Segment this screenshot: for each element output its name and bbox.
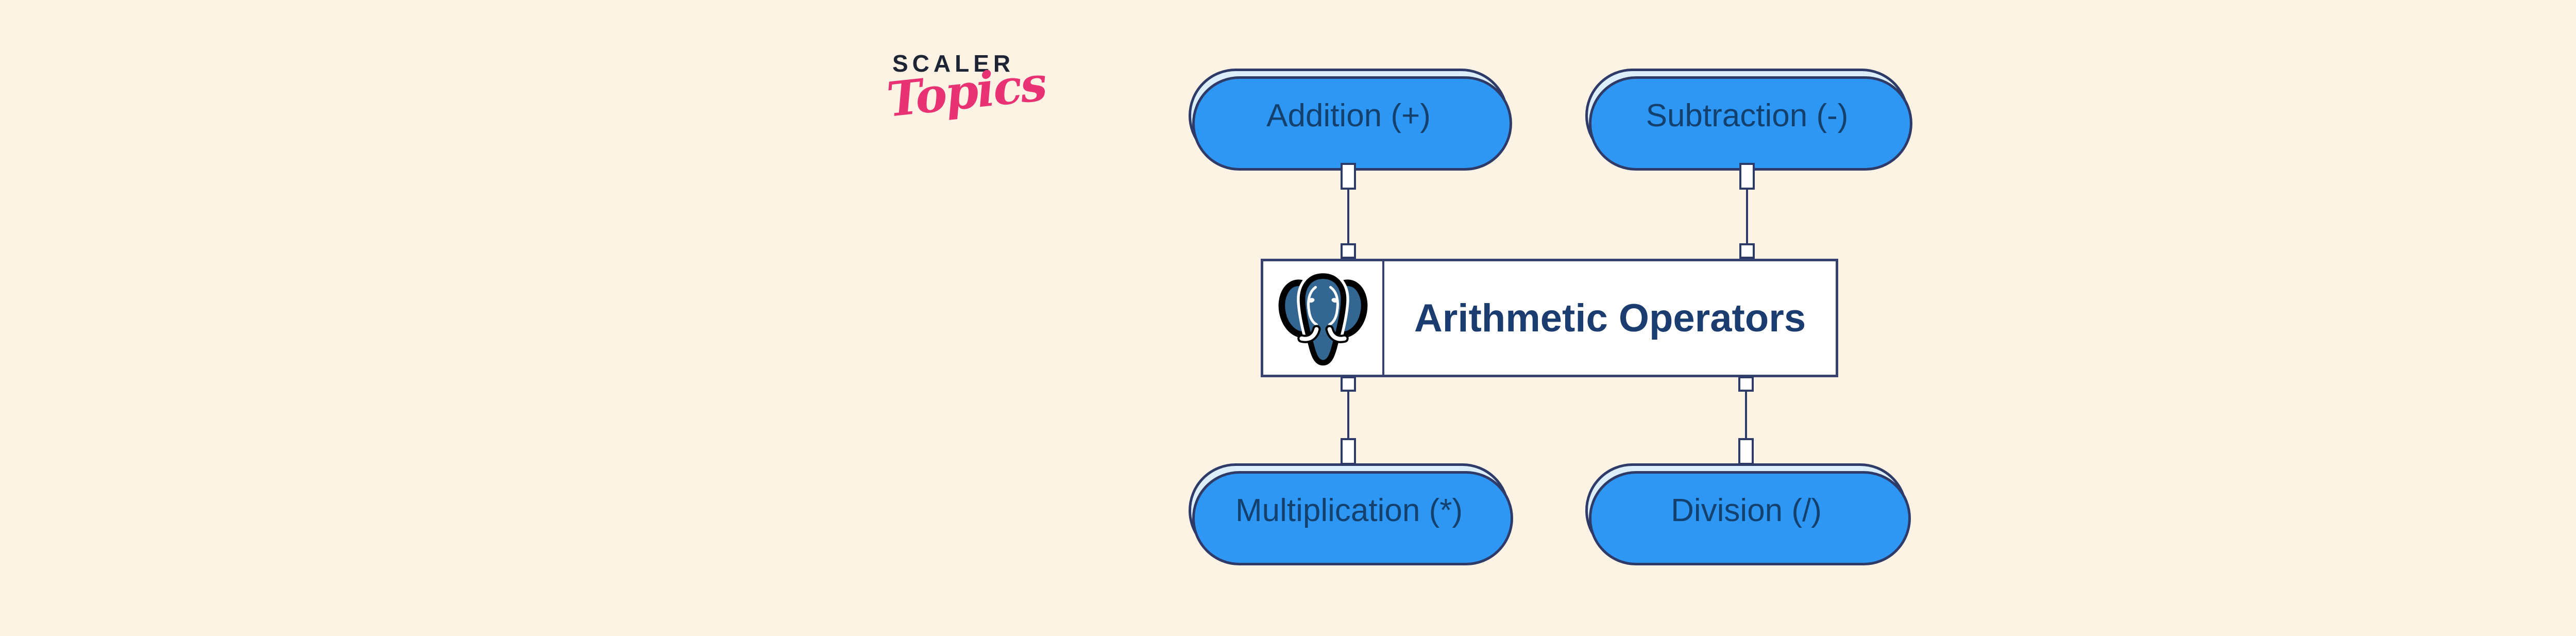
node-multiplication: Multiplication (*) <box>1189 463 1510 558</box>
connector-line <box>1746 189 1748 244</box>
connector-pin <box>1341 243 1356 259</box>
postgresql-logo-cell <box>1263 261 1384 375</box>
connector-pin <box>1341 376 1356 392</box>
center-title: Arithmetic Operators <box>1414 296 1806 340</box>
connector-line <box>1347 391 1349 439</box>
connector-line <box>1347 189 1349 244</box>
node-division-label: Division (/) <box>1671 493 1822 528</box>
center-title-cell: Arithmetic Operators <box>1384 261 1836 375</box>
connector-line <box>1745 391 1747 439</box>
node-addition-label: Addition (+) <box>1266 98 1431 133</box>
node-addition: Addition (+) <box>1189 69 1509 163</box>
scaler-logo-brand-text: SCALER <box>892 50 1015 77</box>
connector-pin <box>1738 376 1754 392</box>
node-subtraction: Subtraction (-) <box>1585 69 1909 163</box>
scaler-logo: SCALER Topics <box>884 49 1048 163</box>
node-subtraction-label: Subtraction (-) <box>1646 98 1849 133</box>
connector-pin <box>1341 438 1356 465</box>
node-multiplication-label: Multiplication (*) <box>1235 493 1463 528</box>
center-box-arithmetic-operators: Arithmetic Operators <box>1261 259 1838 377</box>
connector-pin <box>1739 243 1755 259</box>
node-division: Division (/) <box>1585 463 1907 558</box>
connector-pin <box>1738 438 1754 465</box>
postgresql-elephant-icon <box>1278 270 1367 366</box>
connector-pin <box>1739 163 1755 190</box>
connector-pin <box>1341 163 1356 190</box>
